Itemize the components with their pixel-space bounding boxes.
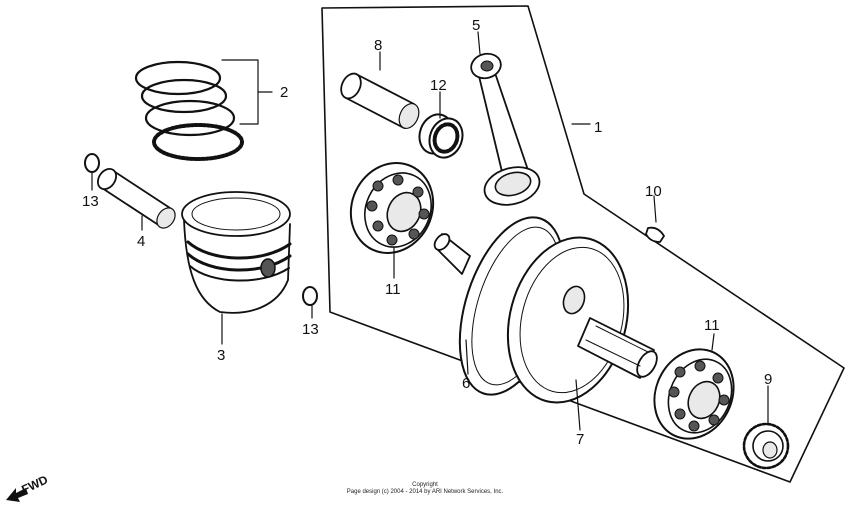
crankshaft-assembly-boundary xyxy=(321,5,845,483)
piston xyxy=(181,191,292,314)
ball-bearing-right xyxy=(653,348,735,440)
piston-pin-clip-left xyxy=(84,153,100,173)
callout-8: 8 xyxy=(374,37,382,54)
page-design-credit: Page design (c) 2004 - 2014 by ARI Netwo… xyxy=(346,489,504,495)
callout-10: 10 xyxy=(645,183,662,200)
ball-bearing-left xyxy=(349,162,435,254)
callout-4: 4 xyxy=(137,233,145,250)
callout-2: 2 xyxy=(280,84,288,101)
callout-12: 12 xyxy=(430,77,447,94)
callout-3: 3 xyxy=(217,347,225,364)
leader-lines xyxy=(91,31,769,431)
callout-1: 1 xyxy=(594,119,602,136)
copyright-line: Copyright xyxy=(412,482,438,488)
callout-6: 6 xyxy=(462,375,470,392)
forward-direction-indicator: FWD xyxy=(6,474,50,502)
crank-shaft-right xyxy=(506,236,658,404)
crank-pin xyxy=(340,72,420,129)
woodruff-key xyxy=(645,226,665,243)
needle-bearing xyxy=(418,113,464,159)
piston-rings xyxy=(134,60,244,161)
connecting-rod xyxy=(470,52,541,206)
callout-13-left: 13 xyxy=(82,193,99,210)
timing-sprocket xyxy=(742,422,790,470)
callout-5: 5 xyxy=(472,17,480,34)
callout-13-right: 13 xyxy=(302,321,319,338)
callout-11-right: 11 xyxy=(704,317,720,334)
piston-pin-clip-right xyxy=(302,286,318,306)
callout-7: 7 xyxy=(576,431,584,448)
callout-9: 9 xyxy=(764,371,772,388)
piston-pin xyxy=(97,167,176,229)
forward-arrow-icon xyxy=(6,488,28,502)
callout-11-left: 11 xyxy=(385,281,401,298)
